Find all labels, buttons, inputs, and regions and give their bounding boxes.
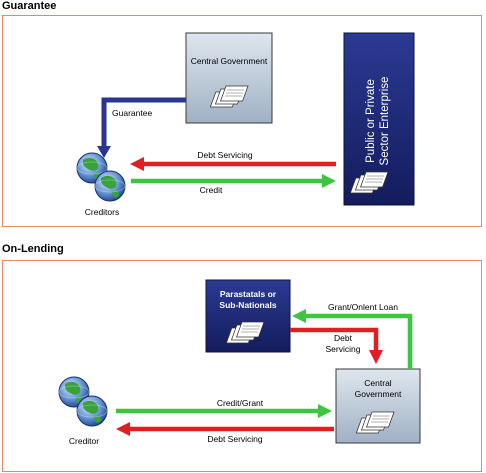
credit-label: Credit bbox=[199, 185, 223, 195]
debt-servicing-arrowhead-3 bbox=[116, 422, 130, 436]
grant-onlent-label: Grant/Onlent Loan bbox=[328, 302, 398, 312]
debt-servicing-label-3: Debt Servicing bbox=[207, 434, 263, 444]
credit-grant-label: Credit/Grant bbox=[216, 398, 264, 408]
creditor-label: Creditor bbox=[68, 436, 100, 446]
parastatals-label: Parastatals or Sub-Nationals bbox=[206, 289, 290, 311]
parastatals-label-line1: Parastatals or bbox=[219, 289, 277, 299]
enterprise-label-line1: Public or Private bbox=[365, 79, 377, 163]
debt-servicing-label-2: Debt Servicing bbox=[318, 333, 368, 355]
parastatals-label-line2: Sub-Nationals bbox=[219, 300, 277, 310]
credit-grant-arrowhead bbox=[318, 404, 332, 418]
guarantee-label: Guarantee bbox=[112, 108, 153, 118]
enterprise-label-line2: Sector Enterprise bbox=[379, 76, 391, 166]
grant-onlent-arrow bbox=[304, 313, 413, 369]
credit-arrowhead bbox=[322, 174, 336, 188]
section-title-guarantee: Guarantee bbox=[2, 0, 57, 12]
section-title-on-lending: On-Lending bbox=[2, 243, 64, 255]
globe-icon bbox=[94, 170, 126, 202]
central-government-box bbox=[185, 32, 273, 124]
globe-icon bbox=[76, 395, 108, 427]
guarantee-arrowhead bbox=[97, 146, 111, 158]
debt-servicing-arrow-2 bbox=[290, 327, 379, 352]
enterprise-label: Public or Private Sector Enterprise bbox=[364, 57, 394, 185]
central-government-label: Central Government bbox=[190, 56, 268, 66]
debt-servicing-arrowhead-2 bbox=[369, 350, 383, 364]
grant-onlent-arrowhead bbox=[292, 309, 306, 323]
creditors-label: Creditors bbox=[84, 207, 120, 217]
debt-servicing-label-2-line2: Servicing bbox=[325, 344, 361, 354]
guarantee-arrow bbox=[101, 97, 186, 148]
central-government-label-2: Central Government bbox=[354, 378, 402, 399]
debt-servicing-label-2-line1: Debt bbox=[334, 333, 352, 343]
debt-servicing-label: Debt Servicing bbox=[197, 150, 253, 160]
debt-servicing-arrowhead bbox=[130, 157, 144, 171]
